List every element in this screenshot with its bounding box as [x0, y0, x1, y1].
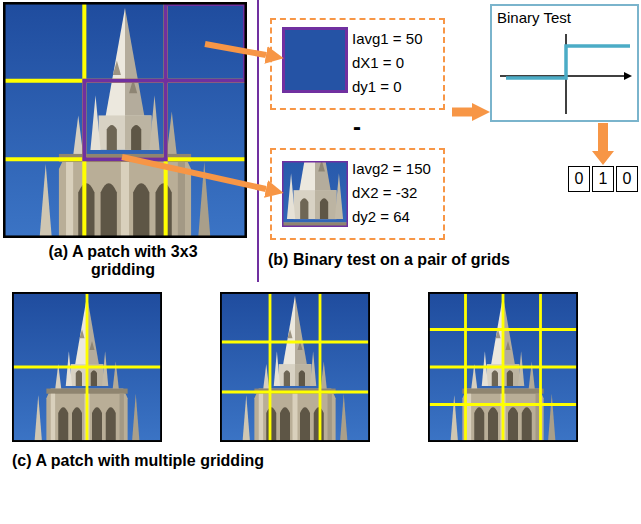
selected-grid	[84, 4, 245, 159]
block-arrow	[592, 123, 614, 165]
bit-cell: 1	[592, 166, 614, 192]
grid-image	[282, 27, 348, 93]
text-group: Binary Test	[497, 8, 571, 28]
text-group: Iavg1 = 50dX1 = 0dy1 = 0	[352, 27, 422, 99]
bit-cell: 0	[616, 166, 638, 192]
binary-test-box: Binary Test	[490, 4, 639, 122]
grid-lines	[3, 2, 247, 238]
text-group: 0	[569, 167, 589, 191]
grid-box: Iavg2 = 150dX2 = -32dy2 = 64	[270, 148, 445, 240]
grid-value: dX2 = -32	[352, 181, 431, 205]
grid-value: Iavg2 = 150	[352, 157, 431, 181]
grid-value: Iavg1 = 50	[352, 27, 422, 51]
orange-arrow	[452, 108, 472, 117]
divider	[257, 0, 259, 282]
grid-lines	[220, 292, 370, 442]
caption: (a) A patch with 3x3 gridding	[18, 243, 228, 280]
grid-image	[282, 161, 348, 227]
bit-value: 0	[575, 170, 584, 188]
bit-value: 0	[623, 170, 632, 188]
grid-value: dX1 = 0	[352, 51, 422, 75]
grid-lines	[12, 292, 162, 442]
box-title: Binary Test	[497, 8, 571, 28]
patch-border	[3, 2, 247, 238]
caption: (b) Binary test on a pair of grids	[268, 251, 510, 269]
caption: (c) A patch with multiple gridding	[12, 452, 264, 470]
patch-image	[12, 292, 162, 442]
grid-lines	[428, 292, 578, 442]
grid-value: dy2 = 64	[352, 205, 431, 229]
text-group: 0	[617, 167, 637, 191]
minus-sign: -	[342, 113, 372, 141]
orange-arrow	[205, 44, 266, 55]
patch-image	[220, 292, 370, 442]
text-group: 1	[593, 167, 613, 191]
step-graph	[500, 34, 630, 114]
bit-cell: 0	[568, 166, 590, 192]
patch-image	[428, 292, 578, 442]
grid-box: Iavg1 = 50dX1 = 0dy1 = 0	[270, 18, 445, 110]
orange-arrow	[122, 157, 266, 189]
text-group: Iavg2 = 150dX2 = -32dy2 = 64	[352, 157, 431, 229]
grid-value: dy1 = 0	[352, 75, 422, 99]
bit-value: 1	[599, 170, 608, 188]
patch-image	[3, 2, 247, 238]
